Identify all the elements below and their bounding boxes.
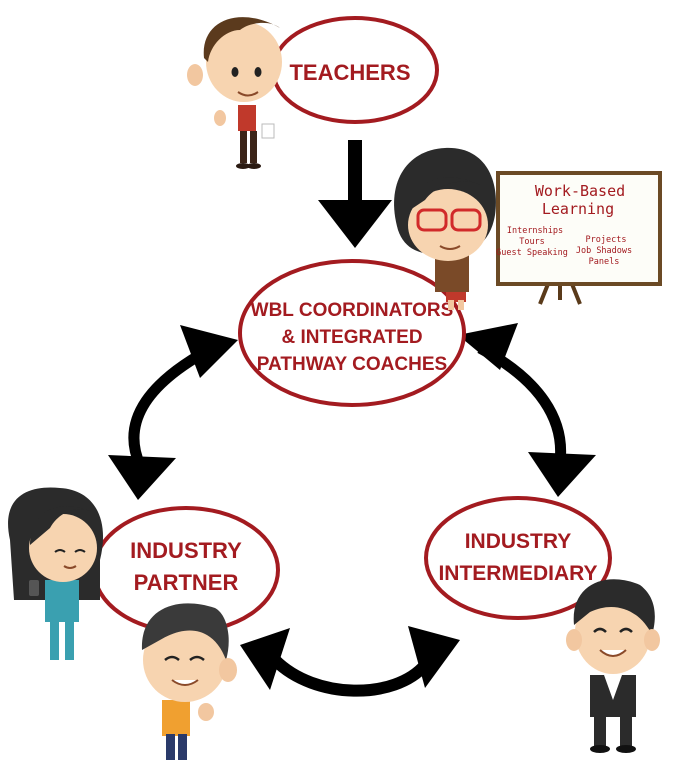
- node-teachers-label: TEACHERS: [289, 60, 410, 85]
- whiteboard-item-projects: Projects: [586, 235, 627, 245]
- industry-partner-man-icon: [141, 603, 237, 760]
- arrow-coordinators-partner: [108, 325, 238, 500]
- node-partner-line2: PARTNER: [134, 570, 239, 595]
- node-intermediary-line2: INTERMEDIARY: [438, 562, 597, 585]
- node-teachers: TEACHERS: [271, 16, 439, 124]
- industry-partner-woman-icon: [8, 487, 104, 660]
- coordinator-character-icon: [394, 147, 496, 310]
- arrow-teachers-to-coordinators: [318, 140, 392, 248]
- whiteboard-item-job-shadows: Job Shadows: [576, 246, 632, 256]
- industry-intermediary-man-icon: [566, 579, 660, 753]
- arrow-coordinators-intermediary: [458, 323, 596, 497]
- node-intermediary-line1: INDUSTRY: [465, 530, 572, 553]
- whiteboard-item-guest-speaking: Guest Speaking: [496, 248, 568, 258]
- node-industry-intermediary: INDUSTRY INTERMEDIARY: [424, 496, 612, 620]
- whiteboard-item-panels: Panels: [589, 257, 620, 267]
- teacher-character-icon: [187, 17, 282, 169]
- node-coordinators: WBL COORDINATORS & INTEGRATED PATHWAY CO…: [238, 259, 466, 407]
- whiteboard-item-tours: Tours: [519, 237, 545, 247]
- whiteboard: Work-Based Learning Internships Tours Gu…: [496, 171, 662, 305]
- node-partner-line1: INDUSTRY: [130, 538, 242, 563]
- whiteboard-title-line1: Work-Based: [535, 182, 625, 200]
- whiteboard-item-internships: Internships: [507, 226, 563, 236]
- node-coordinators-line2: & INTEGRATED: [281, 327, 422, 348]
- node-coordinators-line3: PATHWAY COACHES: [257, 354, 447, 375]
- whiteboard-title-line2: Learning: [542, 200, 614, 218]
- node-coordinators-line1: WBL COORDINATORS: [251, 300, 454, 321]
- arrow-partner-intermediary: [240, 626, 460, 697]
